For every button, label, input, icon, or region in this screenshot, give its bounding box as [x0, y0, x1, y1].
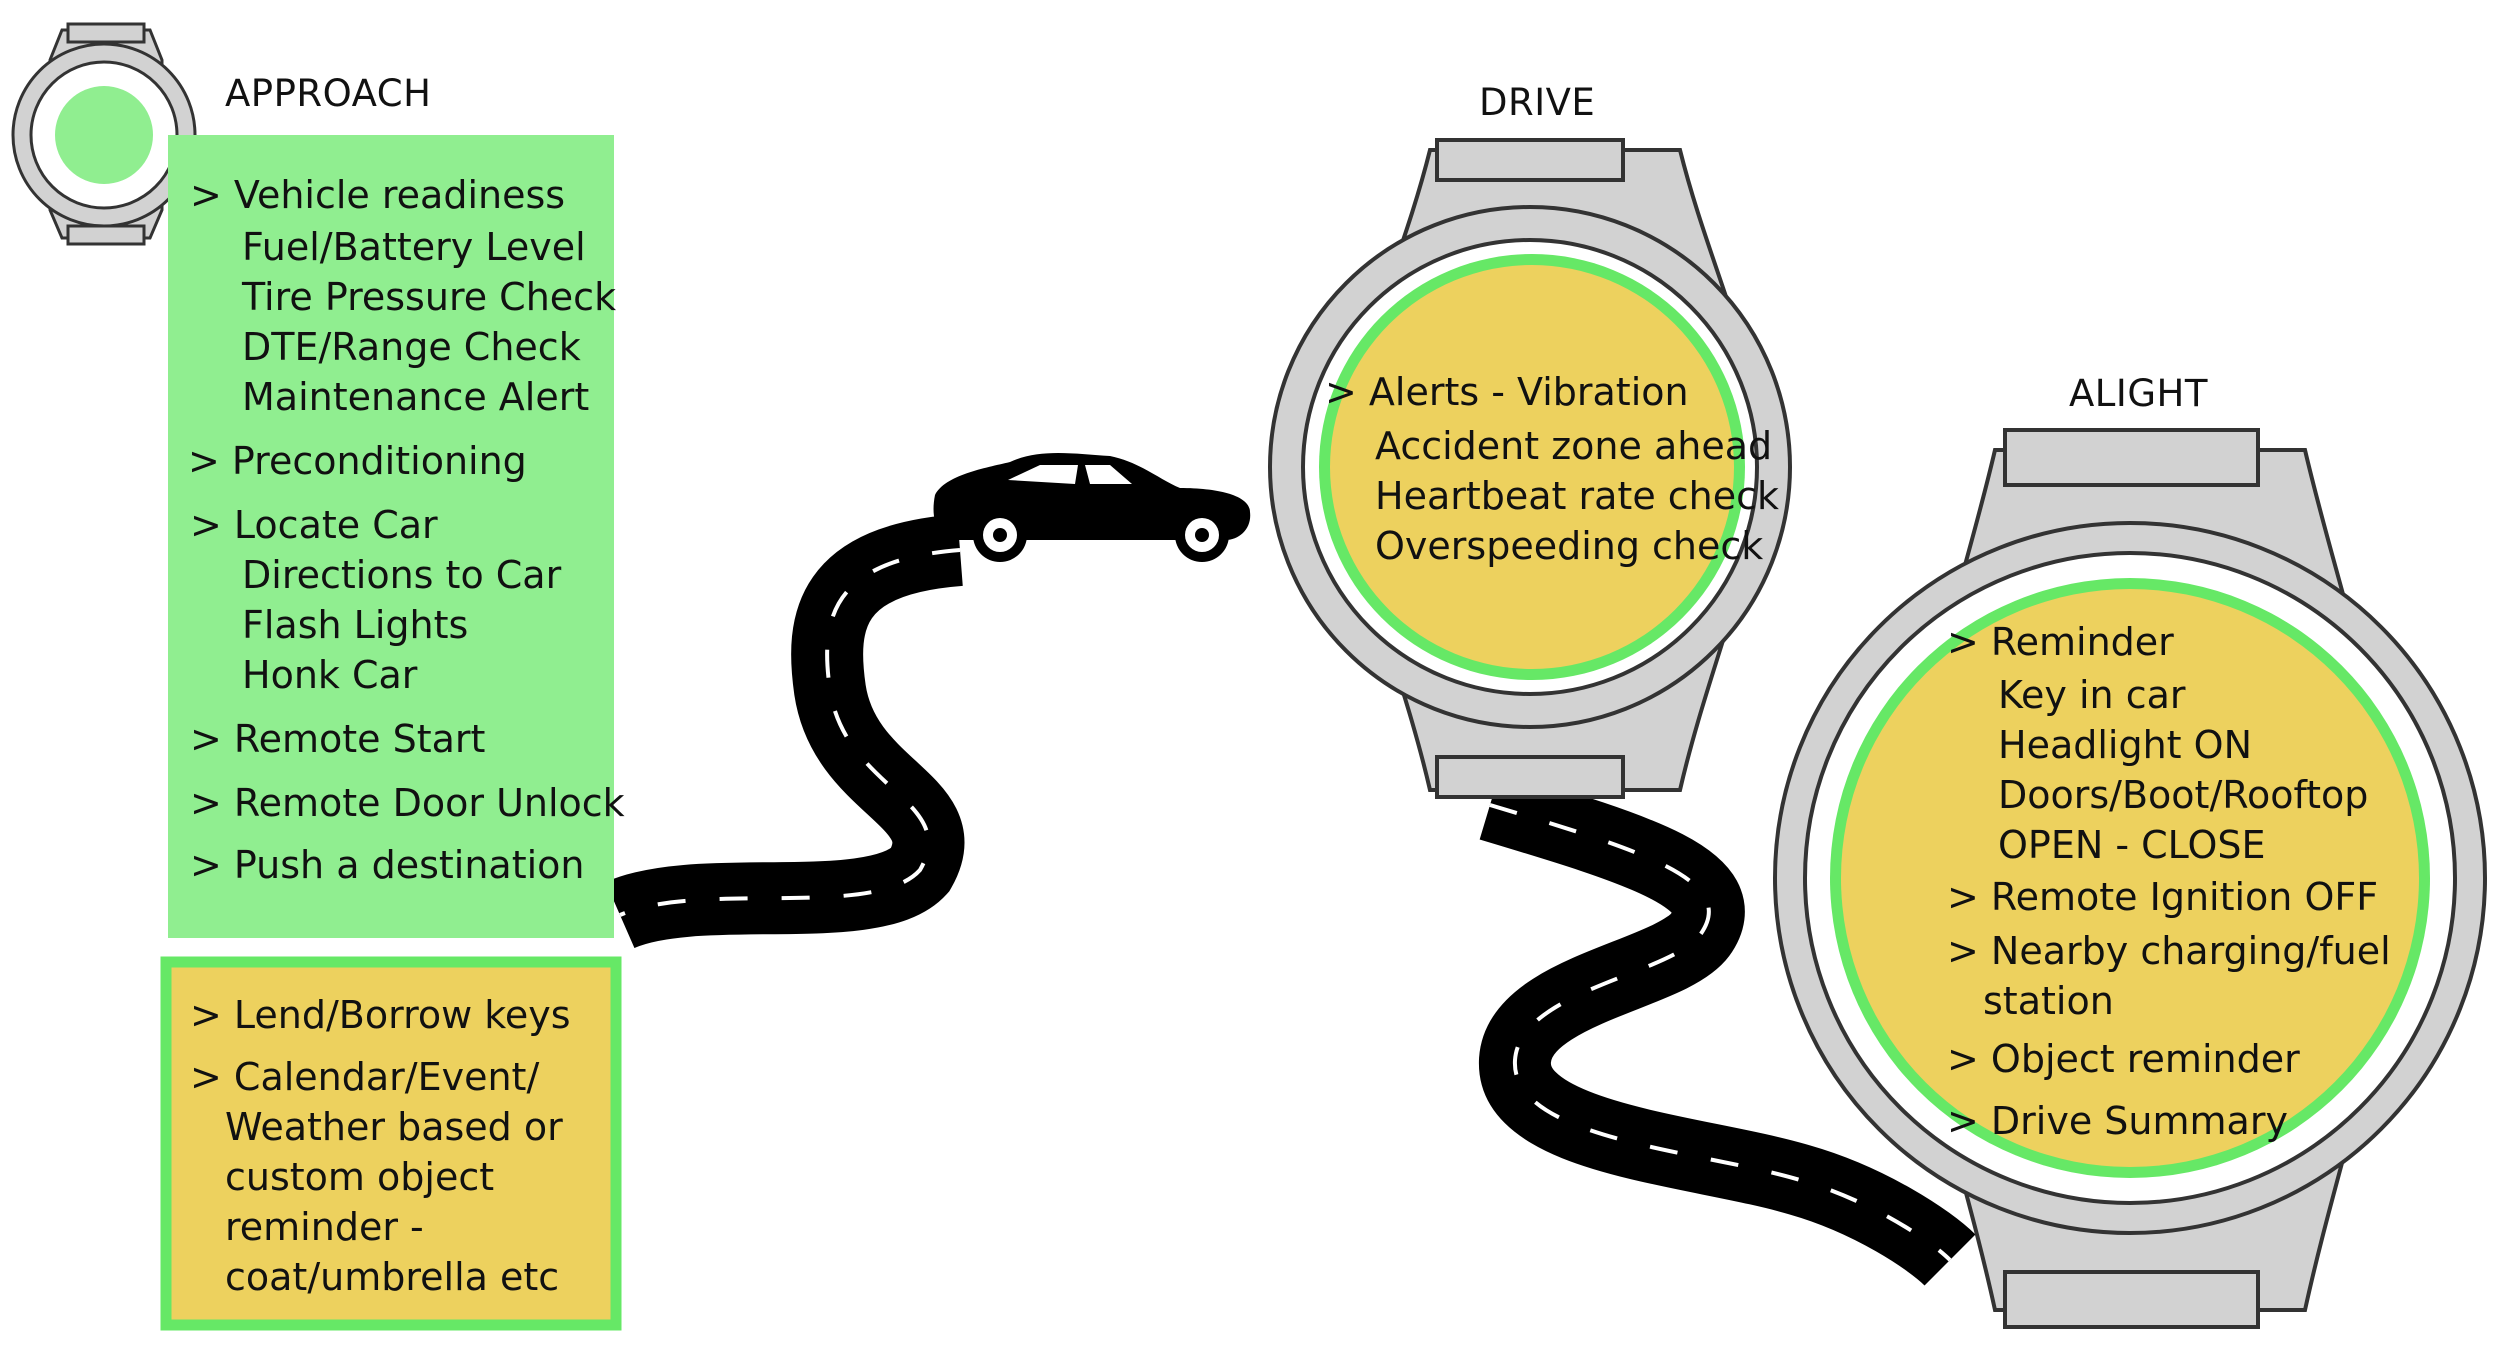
small-watch-icon [11, 22, 197, 246]
approach-panel [168, 135, 614, 938]
approach-item: Tire Pressure Check [242, 275, 617, 319]
approach-item: Honk Car [242, 653, 418, 697]
alight-item: > Drive Summary [1947, 1099, 2288, 1143]
road-1-icon [605, 514, 965, 949]
alight-item: Headlight ON [1998, 723, 2252, 767]
alight-item: > Object reminder [1947, 1037, 2300, 1081]
approach-extra-item: Weather based or [225, 1105, 563, 1149]
alight-watch-icon [1773, 428, 2487, 1329]
approach-item: Maintenance Alert [242, 375, 590, 419]
approach-item: DTE/Range Check [242, 325, 581, 369]
alight-item: OPEN - CLOSE [1998, 823, 2266, 867]
approach-item: Fuel/Battery Level [242, 225, 586, 269]
approach-item: > Vehicle readiness [190, 173, 566, 217]
approach-item: > Preconditioning [188, 439, 527, 483]
alight-item: > Nearby charging/fuel [1947, 929, 2391, 973]
alight-title: ALIGHT [2069, 372, 2208, 415]
drive-watch-icon [1268, 138, 1792, 799]
drive-item: Heartbeat rate check [1375, 474, 1780, 518]
approach-item: Flash Lights [242, 603, 469, 647]
approach-item: > Locate Car [190, 503, 438, 547]
alight-item: station [1983, 979, 2114, 1023]
alight-item: Doors/Boot/Rooftop [1998, 773, 2369, 817]
approach-extra-item: coat/umbrella etc [225, 1255, 560, 1299]
approach-item: > Push a destination [190, 843, 585, 887]
alight-item: > Reminder [1947, 620, 2174, 664]
approach-item: Directions to Car [242, 553, 562, 597]
approach-extra-item: > Calendar/Event/ [190, 1055, 540, 1099]
approach-title: APPROACH [225, 72, 432, 115]
car-icon [933, 453, 1251, 562]
approach-item: > Remote Door Unlock [190, 781, 625, 825]
alight-item: > Remote Ignition OFF [1947, 875, 2379, 919]
approach-item: > Remote Start [190, 717, 486, 761]
drive-item: Accident zone ahead [1375, 424, 1773, 468]
approach-extra-item: custom object [225, 1155, 495, 1199]
road-2-icon [1479, 770, 1976, 1287]
approach-extra-item: > Lend/Borrow keys [190, 993, 571, 1037]
approach-extra-panel [160, 956, 622, 1331]
drive-item: Overspeeding check [1375, 524, 1764, 568]
drive-item: > Alerts - Vibration [1325, 370, 1689, 414]
alight-item: Key in car [1998, 673, 2186, 717]
approach-extra-item: reminder - [225, 1205, 424, 1249]
drive-title: DRIVE [1479, 81, 1596, 124]
